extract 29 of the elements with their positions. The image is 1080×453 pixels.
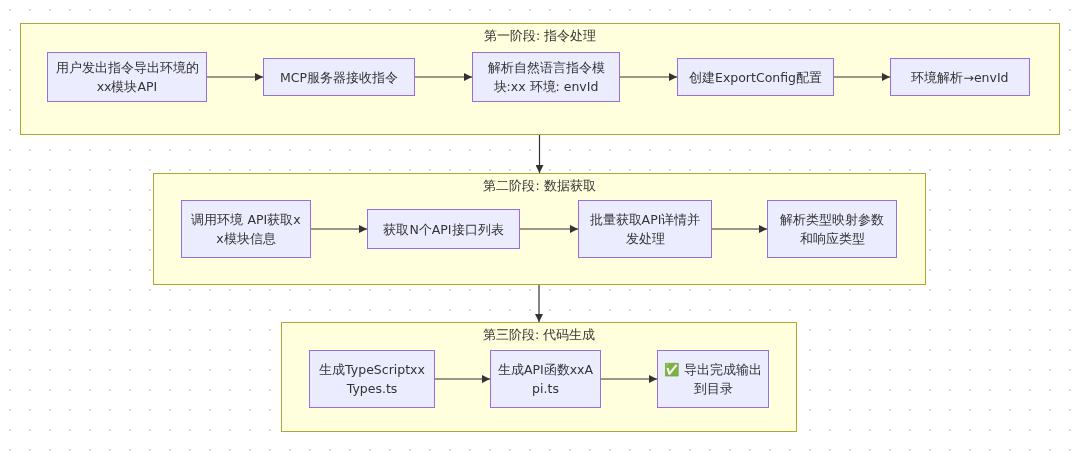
stage-title: 第三阶段: 代码生成 xyxy=(482,327,596,342)
arrow xyxy=(310,225,368,233)
stage-title: 第二阶段: 数据获取 xyxy=(483,178,596,193)
arrow xyxy=(535,284,543,323)
process-box: 批量获取API详情并发处理 xyxy=(578,200,712,258)
process-box: 用户发出指令导出环境的xx模块API xyxy=(47,52,207,102)
process-box: 调用环境 API获取xx模块信息 xyxy=(181,200,311,258)
process-box: MCP服务器接收指令 xyxy=(263,58,415,96)
stage-panel xyxy=(153,173,926,285)
arrow xyxy=(535,134,544,174)
arrow xyxy=(619,73,678,81)
arrow xyxy=(600,375,658,383)
arrow xyxy=(711,225,768,233)
process-box: 生成API函数xxApi.ts xyxy=(490,350,601,408)
process-box: 解析自然语言指令模块:xx 环境: envId xyxy=(472,52,620,102)
stage-panel xyxy=(20,23,1060,135)
arrow xyxy=(434,375,491,383)
arrow xyxy=(833,73,891,81)
stage-title: 第一阶段: 指令处理 xyxy=(483,28,597,43)
stage-panel xyxy=(281,322,797,432)
process-box: 解析类型映射参数和响应类型 xyxy=(767,200,897,258)
arrow xyxy=(206,73,264,81)
arrow xyxy=(414,73,473,81)
process-box: 创建ExportConfig配置 xyxy=(677,58,834,96)
process-box: 环境解析→envId xyxy=(890,58,1030,96)
process-box: 获取N个API接口列表 xyxy=(367,209,520,249)
arrow xyxy=(519,225,579,233)
process-box: ✅ 导出完成输出到目录 xyxy=(657,350,769,408)
process-box: 生成TypeScriptxxTypes.ts xyxy=(309,350,435,408)
